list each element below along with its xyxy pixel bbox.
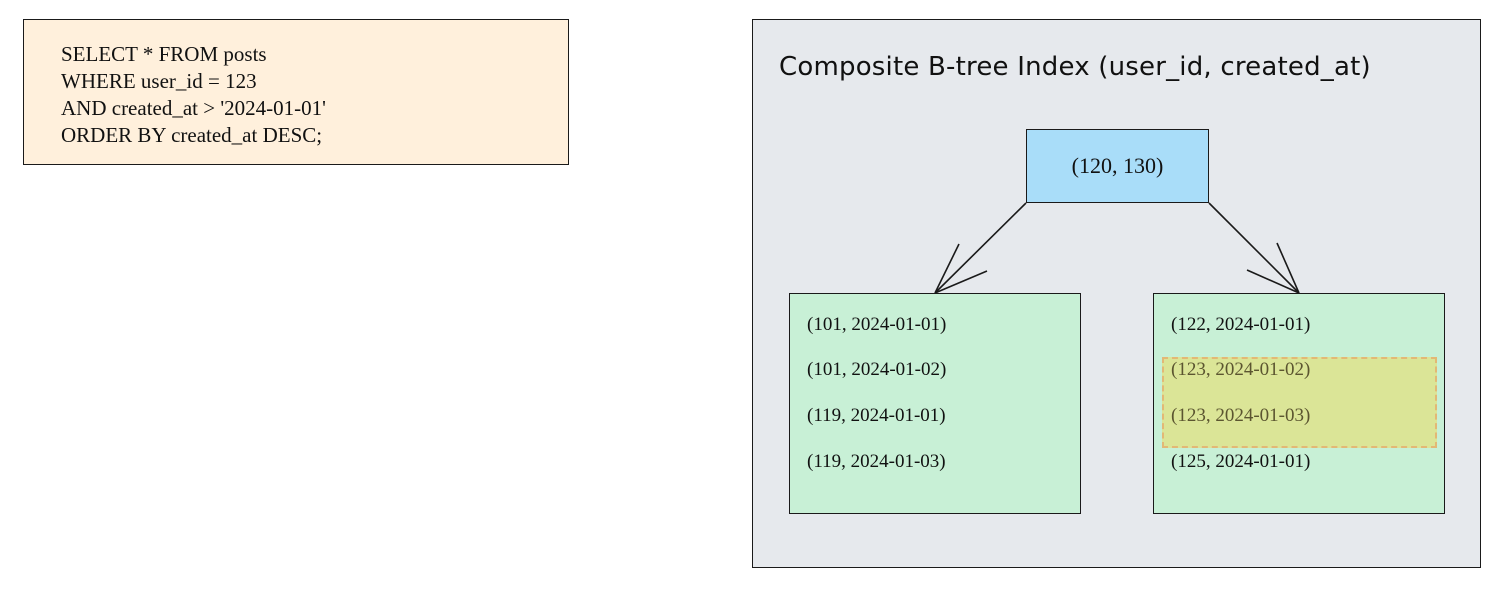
sql-line: AND created_at > '2024-01-01' — [61, 96, 326, 120]
arrowhead-right-a — [1246, 269, 1300, 294]
sql-line: SELECT * FROM posts — [61, 42, 267, 66]
right-leaf-node: (122, 2024-01-01) (123, 2024-01-02) (123… — [1153, 293, 1445, 514]
leaf-entry: (101, 2024-01-02) — [807, 359, 947, 380]
leaf-entry: (119, 2024-01-03) — [807, 451, 946, 472]
index-title: Composite B-tree Index (user_id, created… — [779, 52, 1371, 82]
btree-index-frame: Composite B-tree Index (user_id, created… — [752, 19, 1481, 568]
leaf-entry-highlighted: (123, 2024-01-02) — [1171, 359, 1311, 380]
sql-query-box: SELECT * FROM posts WHERE user_id = 123 … — [23, 19, 569, 165]
sql-line: ORDER BY created_at DESC; — [61, 123, 323, 147]
root-node: (120, 130) — [1026, 129, 1209, 203]
matching-range-highlight — [1162, 357, 1437, 448]
sql-line: WHERE user_id = 123 — [61, 69, 257, 93]
arrowhead-right-b — [1276, 242, 1300, 294]
leaf-entry: (119, 2024-01-01) — [807, 405, 946, 426]
left-leaf-node: (101, 2024-01-01) (101, 2024-01-02) (119… — [789, 293, 1081, 514]
leaf-entry: (125, 2024-01-01) — [1171, 451, 1311, 472]
edge-root-to-left-leaf — [934, 202, 1027, 294]
leaf-entry: (101, 2024-01-01) — [807, 314, 947, 335]
leaf-entry-highlighted: (123, 2024-01-03) — [1171, 405, 1311, 426]
arrowhead-left-a — [934, 243, 960, 294]
leaf-entry: (122, 2024-01-01) — [1171, 314, 1311, 335]
arrowhead-left-b — [934, 270, 988, 294]
edge-root-to-right-leaf — [1208, 202, 1300, 294]
